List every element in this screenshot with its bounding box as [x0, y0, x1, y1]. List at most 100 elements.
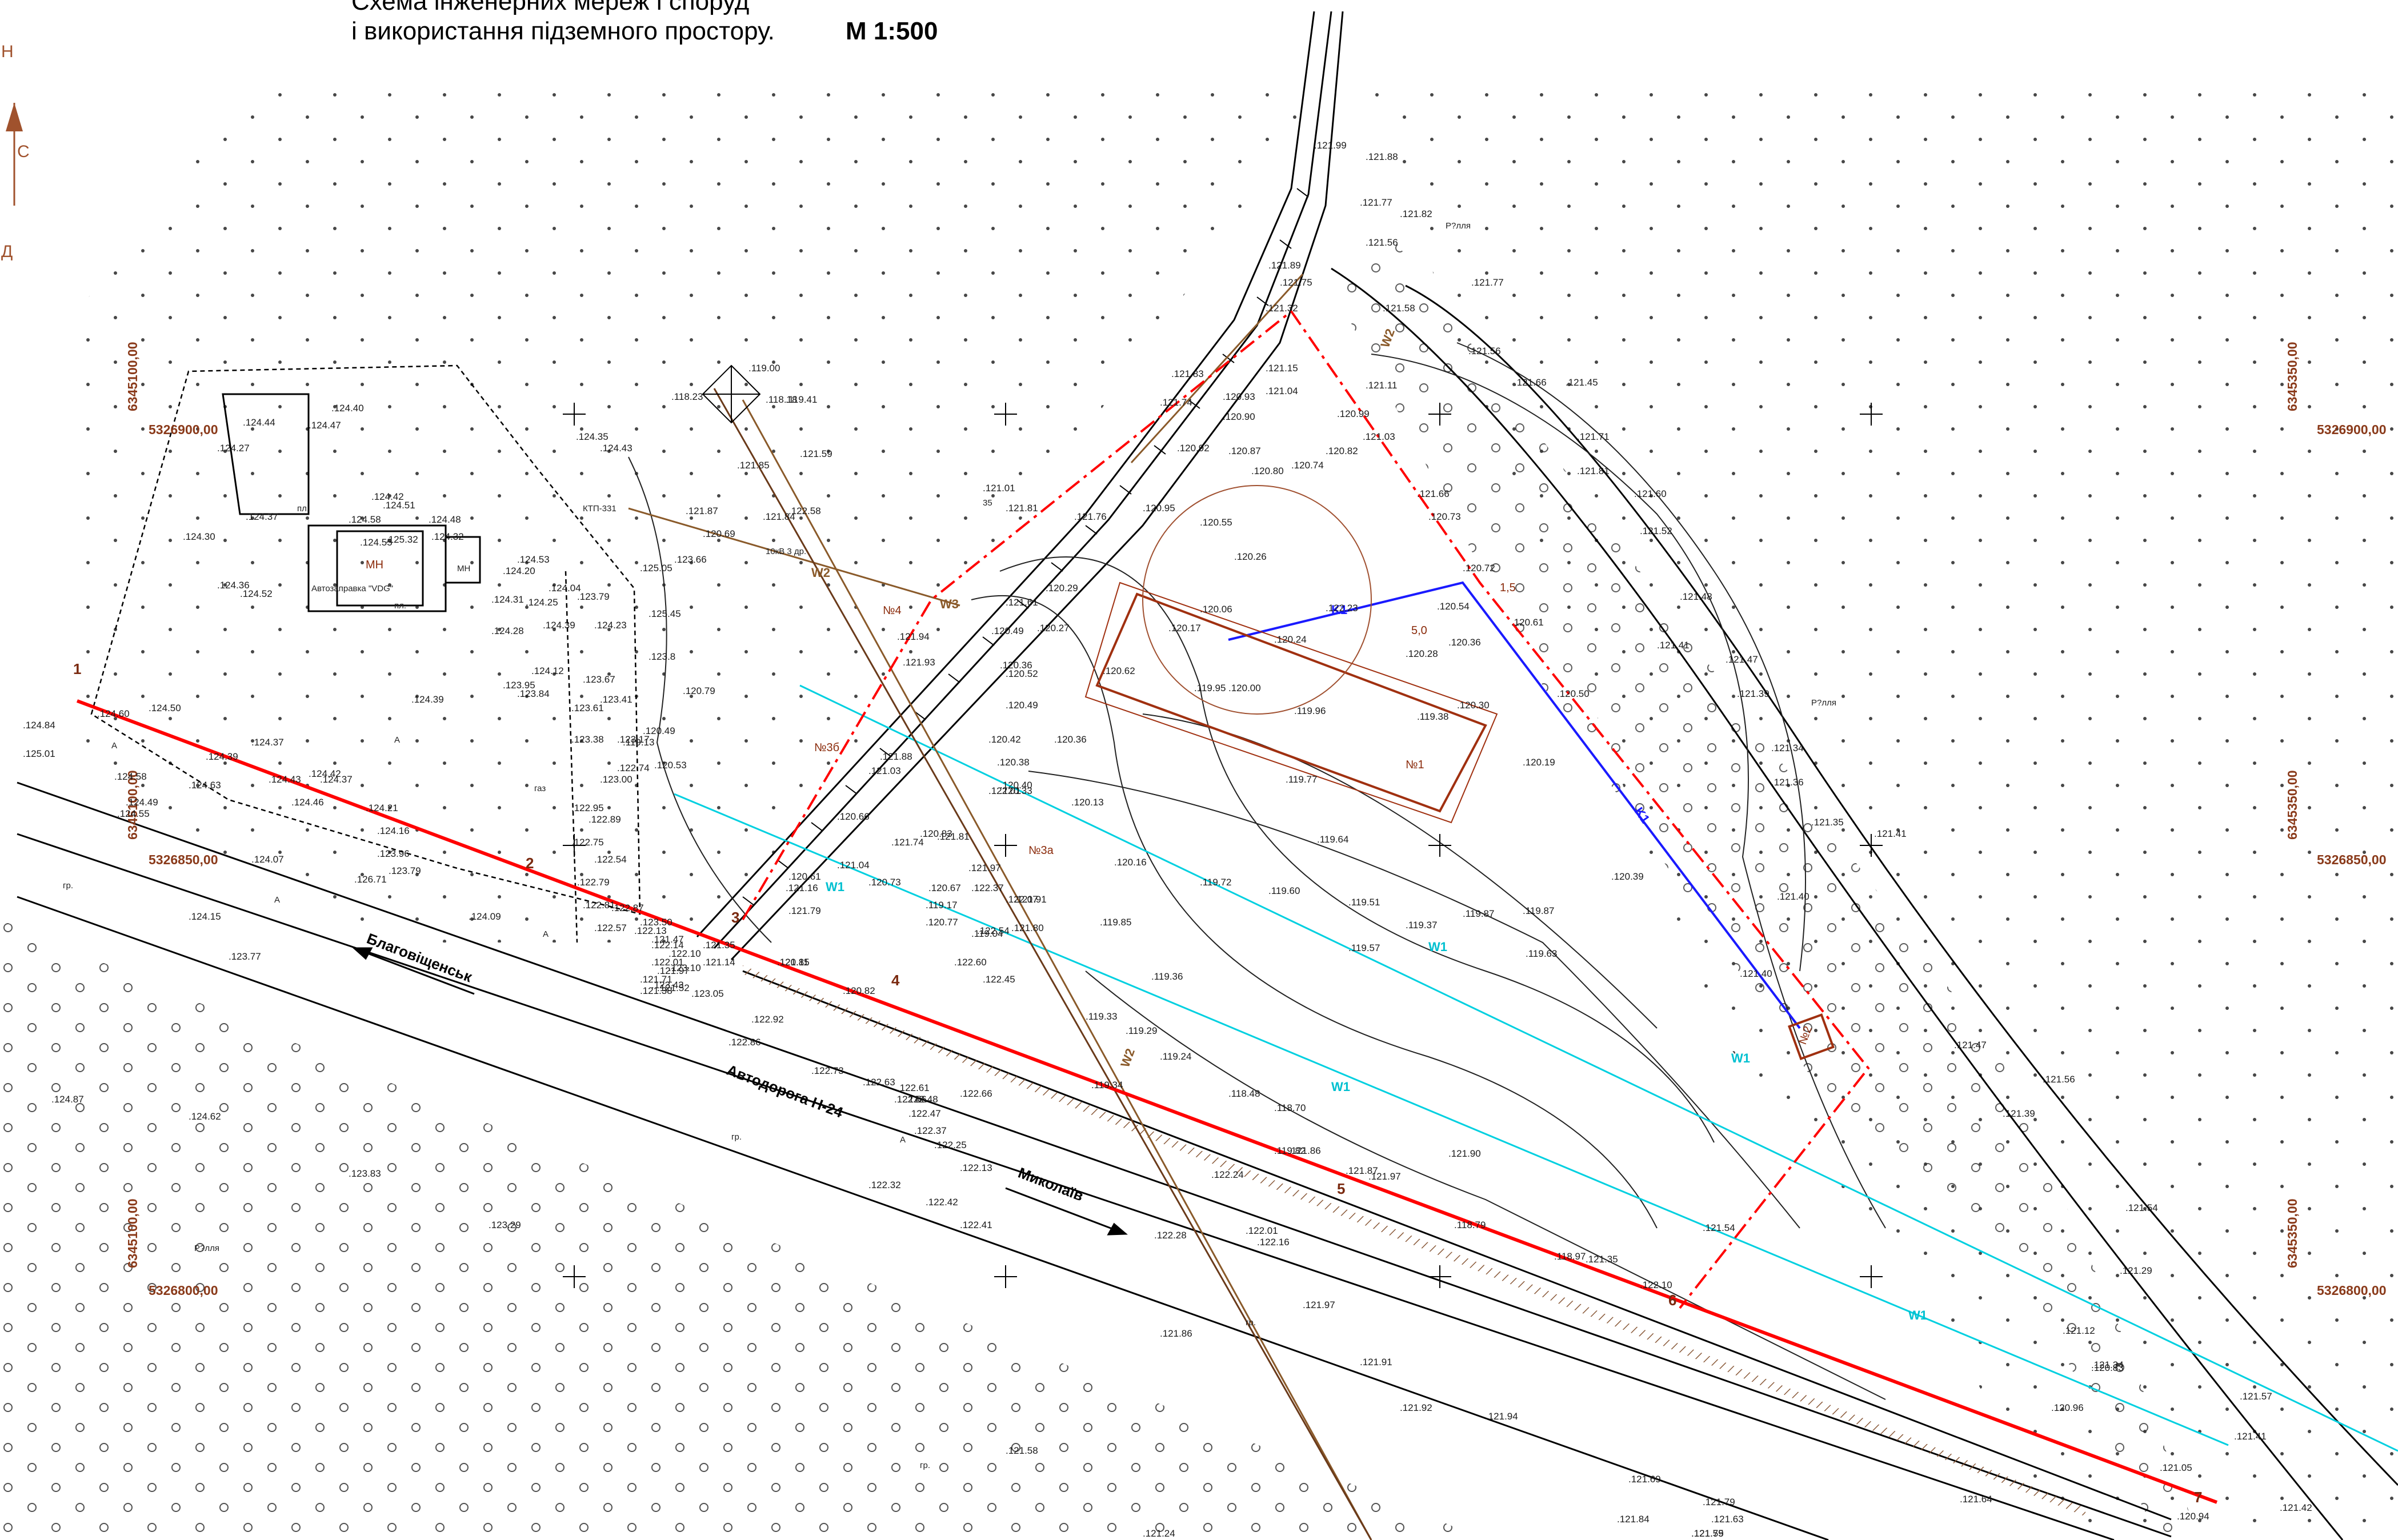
elevation-label: .122.07	[1006, 894, 1038, 905]
elevation-label: .121.15	[1266, 363, 1298, 374]
elevation-label: .119.37	[1406, 920, 1437, 931]
elevation-label: .120.36	[1448, 637, 1481, 648]
elevation-label: .121.71	[640, 974, 672, 985]
elevation-label: .122.92	[751, 1014, 784, 1025]
elevation-label: .124.49	[126, 797, 158, 808]
elevation-label: .122.10	[1640, 1280, 1672, 1290]
elevation-label: .122.13	[960, 1162, 992, 1173]
elevation-label: .119.82	[1274, 1145, 1306, 1156]
elevation-label: .123.41	[600, 694, 632, 705]
elevation-label: .119.87	[1463, 908, 1494, 919]
elevation-label: .122.79	[577, 877, 610, 888]
label-dim-5: 5,0	[1411, 624, 1427, 637]
highway-ditch-hatch	[743, 965, 2085, 1517]
elevation-label: .122.01	[988, 785, 1021, 796]
elevation-label: .122.23	[1326, 603, 1358, 613]
compass-rose: Н С Д	[1, 42, 30, 261]
elevation-label: .124.55	[117, 808, 150, 819]
elevation-label: .120.94	[2177, 1511, 2209, 1522]
label-gas-station: Автозаправка "VDG"	[311, 584, 393, 593]
elevation-label: .123.79	[577, 591, 610, 602]
boundary-point-3: 3	[731, 909, 739, 926]
elevation-label: .119.29	[1126, 1025, 1157, 1036]
elevation-label: .119.96	[1294, 705, 1326, 716]
elevation-label: .120.16	[1114, 857, 1147, 868]
elevation-label: .121.94	[897, 631, 930, 642]
elevation-label: .119.57	[1348, 943, 1380, 953]
elevation-label: .123.17	[617, 734, 650, 745]
label-w1-4: W1	[1331, 1080, 1350, 1094]
elevation-label: .119.85	[1100, 917, 1131, 928]
compass-north-label: Н	[1, 42, 14, 61]
elevation-label: .124.60	[97, 708, 130, 719]
label-w2-3: W2	[1118, 1046, 1138, 1069]
elevation-label: .123.8	[648, 651, 675, 662]
elevation-label: .124.42	[371, 491, 404, 502]
label-mn-2: МН	[457, 564, 470, 574]
elevation-label: .121.81	[1577, 466, 1610, 476]
elevation-label: .119.60	[1268, 885, 1300, 896]
elevation-label: .122.01	[651, 957, 684, 968]
elevation-label: .121.14	[703, 957, 735, 968]
elevation-label: .121.29	[2120, 1265, 2152, 1276]
elevation-label: .121.59	[800, 448, 832, 459]
elevation-label: .120.42	[988, 734, 1021, 745]
compass-east-label: С	[17, 142, 30, 161]
elevation-label: .121.03	[868, 765, 901, 776]
elevation-label: .120.00	[1228, 683, 1261, 693]
elevation-label: .124.21	[366, 803, 398, 813]
elevation-label: .121.35	[703, 940, 735, 951]
elevation-label: .121.97	[657, 965, 690, 976]
elevation-label: .122.60	[954, 957, 987, 968]
elevation-label: .118.70	[1274, 1102, 1306, 1113]
elevation-label: .120.39	[1611, 871, 1644, 882]
elevation-label: .122.01	[1246, 1225, 1278, 1236]
elevation-label: .121.48	[1680, 591, 1712, 602]
elevation-label: .124.35	[576, 431, 608, 442]
elevation-label: .124.37	[251, 737, 284, 748]
elevation-label: .120.77	[926, 917, 958, 928]
elevation-label: .121.75	[1280, 277, 1312, 288]
elevation-label: .120.93	[1223, 391, 1255, 402]
elevation-label: .121.97	[1303, 1300, 1335, 1310]
label-arable-a-1: А	[111, 741, 117, 751]
label-rilla-1: Р?лля	[1446, 221, 1471, 231]
elevation-label: .121.92	[1400, 1402, 1432, 1413]
label-ground-4: гр.	[920, 1461, 930, 1470]
elevation-label: .124.37	[320, 774, 353, 785]
elevation-label: .124.44	[243, 417, 275, 428]
elevation-label: .121.79	[1703, 1497, 1735, 1507]
label-arable-a-3: А	[274, 895, 280, 905]
elevation-label: .121.04	[837, 860, 870, 871]
elevation-label: .120.49	[1006, 700, 1038, 711]
elevation-label: .124.28	[491, 625, 524, 636]
road-direction-right: Миколаїв	[1016, 1164, 1086, 1205]
elevation-label: .123.77	[229, 951, 261, 962]
elevation-labels: .121.99.121.88.121.77.121.82.121.56.121.…	[23, 140, 2312, 1539]
elevation-label: .120.33	[1000, 785, 1032, 796]
elevation-label: .120.90	[1223, 411, 1255, 422]
elevation-label: .120.26	[1234, 551, 1267, 562]
elevation-label: .121.66	[1514, 377, 1547, 388]
elevation-label: .124.37	[246, 511, 278, 522]
elevation-label: .119.77	[1286, 774, 1317, 785]
elevation-label: .121.24	[1143, 1528, 1175, 1539]
elevation-label: .122.89	[589, 814, 621, 825]
elevation-label: .122.66	[960, 1088, 992, 1099]
elevation-label: .120.74	[1291, 460, 1324, 471]
orchard-strip-east	[1331, 240, 2200, 1540]
compass-south-label: Д	[1, 242, 13, 261]
label-arable-a-6: А	[914, 1095, 920, 1105]
elevation-label: .122.87	[611, 903, 644, 913]
elevation-label: .119.00	[748, 363, 780, 374]
elevation-label: .122.14	[651, 940, 684, 951]
embankment-ticks	[742, 188, 1309, 906]
elevation-label: .121.54	[1703, 1222, 1735, 1233]
elevation-label: .120.73	[868, 877, 901, 888]
elevation-label: .121.89	[1268, 260, 1301, 271]
boundary-point-6: 6	[1668, 1292, 1676, 1309]
elevation-label: .121.84	[1617, 1514, 1650, 1525]
elevation-label: .121.64	[1960, 1494, 1992, 1505]
elevation-label: .121.52	[657, 982, 690, 993]
